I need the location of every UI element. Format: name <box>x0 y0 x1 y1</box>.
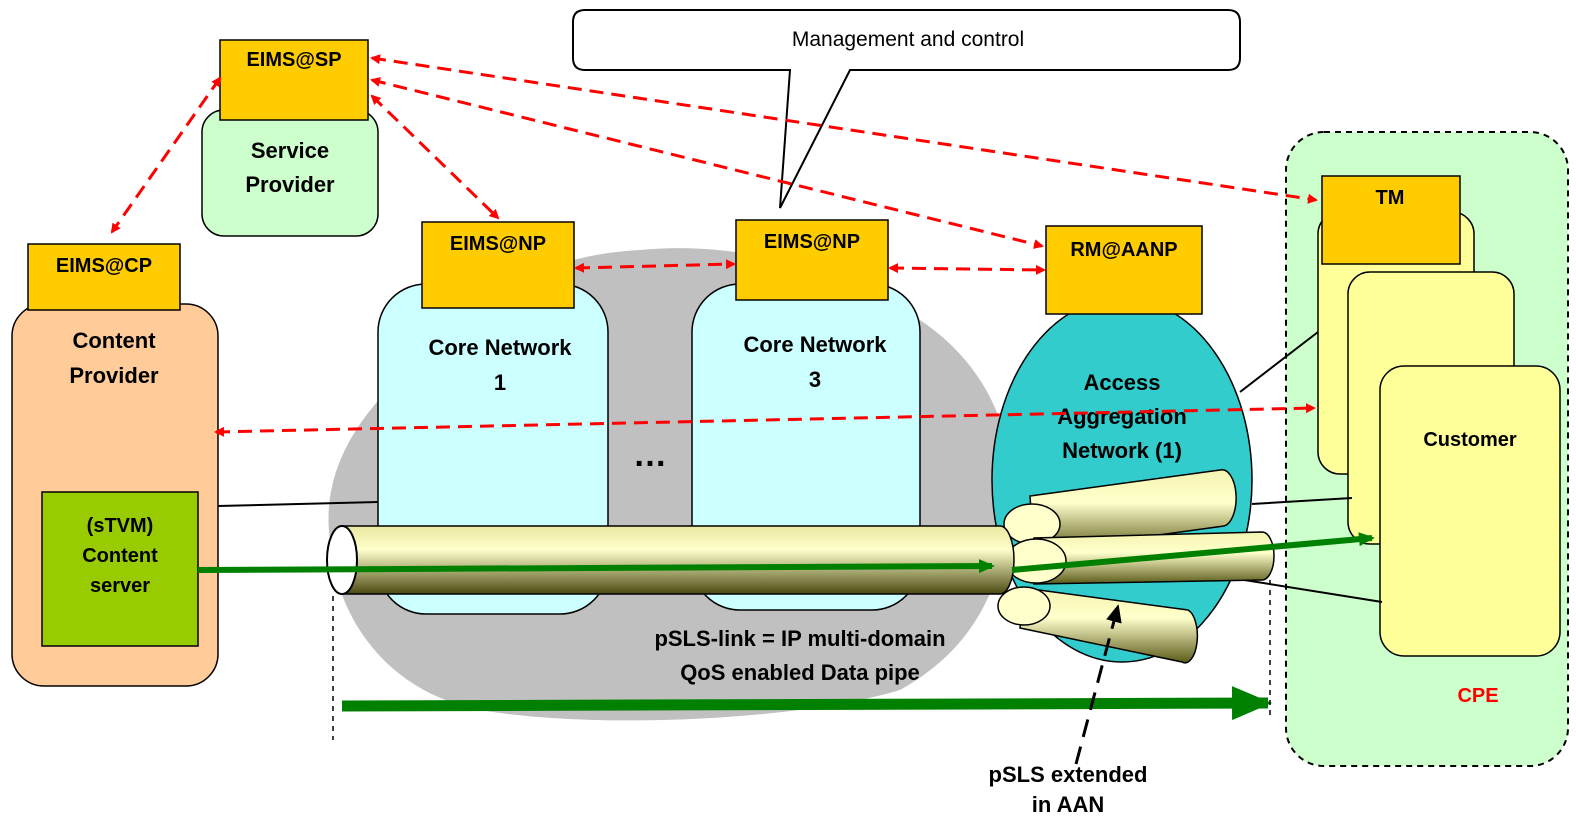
eims-np-1-tag-label: EIMS@NP <box>450 233 546 255</box>
content-server-label-3: server <box>90 575 150 597</box>
customer-box-front <box>1379 365 1561 657</box>
content-server-label-2: Content <box>82 545 158 567</box>
callout-text: Management and control <box>792 28 1024 51</box>
access-label-1: Access <box>1083 370 1160 395</box>
main-data-pipe <box>326 525 1015 595</box>
connector-aan-customer-2 <box>1251 497 1353 505</box>
rm-aanp-tag <box>1045 225 1203 315</box>
flow-arrow-aan-to-customer <box>1011 532 1375 573</box>
service-provider-label-2: Provider <box>245 172 335 197</box>
eims-sp-tag-label: EIMS@SP <box>246 49 341 71</box>
flow-arrow-server-to-aan <box>197 559 995 574</box>
extended-caption-1: pSLS extended <box>989 762 1148 787</box>
eims-cp-tag <box>27 243 181 311</box>
mgmt-arrow-np3-rm <box>888 263 1046 275</box>
core-network-1-label-2: 1 <box>494 370 506 395</box>
rm-aanp-tag-label: RM@AANP <box>1070 239 1177 261</box>
core-network-1-label-1: Core Network <box>428 335 572 360</box>
mgmt-arrow-sp-cp <box>110 76 222 234</box>
eims-np-3-tag-label: EIMS@NP <box>764 231 860 253</box>
service-provider-label-1: Service <box>251 138 329 163</box>
core-network-3-label-1: Core Network <box>743 332 887 357</box>
cpe-label: CPE <box>1457 685 1498 707</box>
mgmt-arrow-sp-np1 <box>370 94 500 220</box>
connector-cp-core1 <box>217 501 379 507</box>
content-provider-label-2: Provider <box>69 363 159 388</box>
core-network-3-label-2: 3 <box>809 367 821 392</box>
connector-aan-customer-3 <box>1231 577 1383 603</box>
content-server-label-1: (sTVM) <box>87 515 154 537</box>
mgmt-arrow-np1-np3 <box>574 259 736 273</box>
mgmt-arrow-cp-customer <box>214 403 1316 437</box>
ellipsis: … <box>633 436 667 474</box>
mgmt-arrow-sp-rm <box>370 77 1044 249</box>
eims-sp-tag <box>219 39 369 121</box>
small-pipe-top <box>1003 468 1237 553</box>
pipe-span-arrow <box>341 686 1272 721</box>
customer-label: Customer <box>1423 429 1517 451</box>
content-provider-label-1: Content <box>72 328 156 353</box>
management-arrows <box>110 54 1318 437</box>
eims-cp-tag-label: EIMS@CP <box>56 255 152 277</box>
access-label-3: Network (1) <box>1062 438 1182 463</box>
extended-caption-2: in AAN <box>1032 792 1105 817</box>
pipe-caption-1: pSLS-link = IP multi-domain <box>654 626 945 651</box>
pipe-caption-2: QoS enabled Data pipe <box>680 660 920 685</box>
content-server-box <box>41 491 199 647</box>
small-pipe-bottom <box>997 586 1199 664</box>
tm-tag <box>1321 175 1461 265</box>
connector-aan-customer-1 <box>1239 331 1319 393</box>
tm-tag-label: TM <box>1376 187 1405 209</box>
access-label-2: Aggregation <box>1057 404 1187 429</box>
